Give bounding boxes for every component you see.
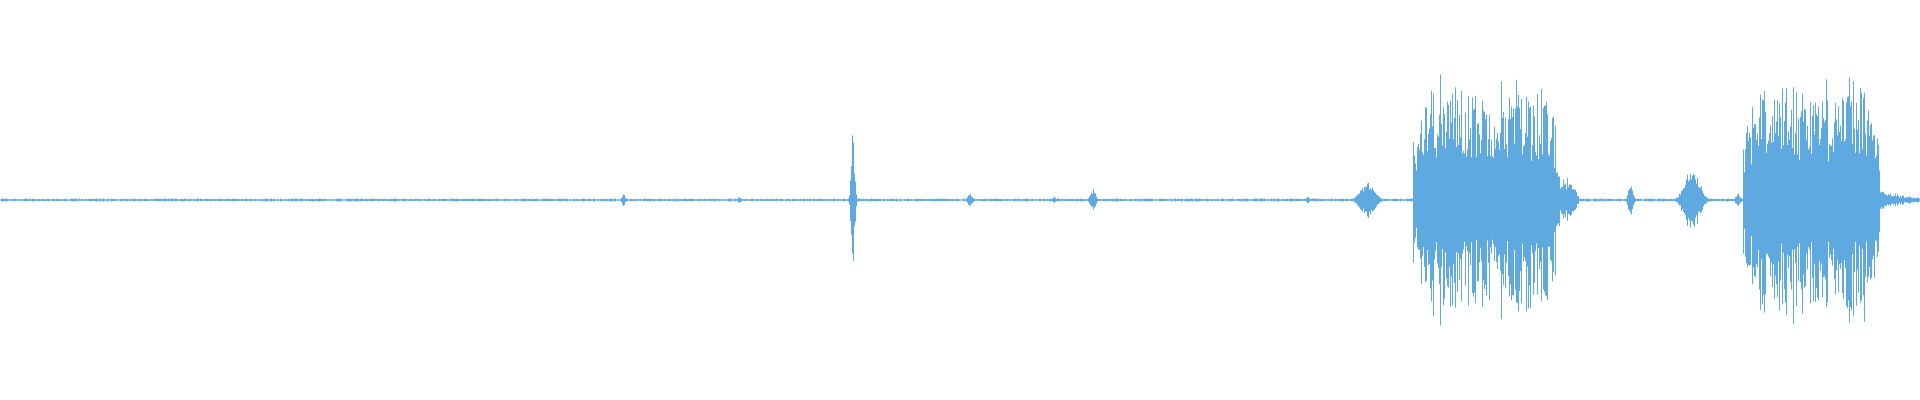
waveform-samples	[1, 74, 1920, 326]
